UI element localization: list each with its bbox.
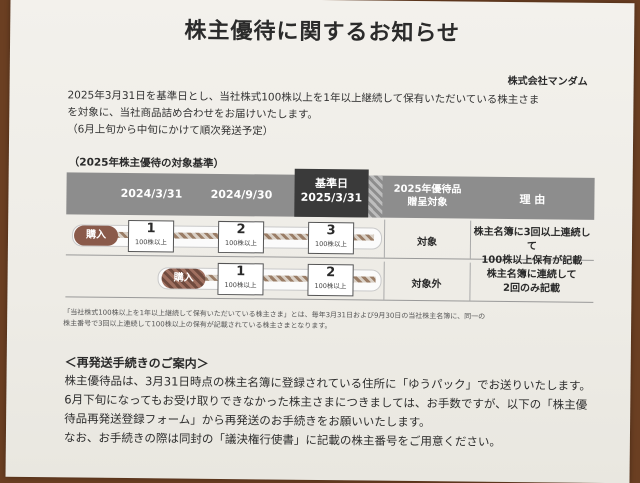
eligibility-cell: 対象外	[411, 278, 442, 291]
notice-sheet: 株主優待に関するお知らせ 株式会社マンダム 2025年3月31日を基準日とし、当…	[5, 0, 635, 483]
criteria-title: （2025年株主優待の対象基準）	[68, 156, 225, 170]
record-box: 1 100株以上	[127, 219, 175, 253]
table-row: 購入 1 100株以上 2 100株以上 対象外 株主名簿に連続して 2回のみ記…	[65, 258, 594, 303]
header-base-date: 基準日 2025/3/31	[294, 168, 369, 218]
header-eligibility: 2025年優待品 贈呈対象	[384, 183, 470, 210]
header-eligibility-line1: 2025年優待品	[393, 183, 462, 196]
header-date-1: 2024/3/31	[120, 186, 183, 201]
record-box: 2 100株以上	[307, 263, 354, 297]
reason-line: 株主名簿に3回以上連続して	[473, 226, 591, 253]
intro-paragraph: 2025年3月31日を基準日とし、当社株式100株以上を1年以上継続して保有いた…	[67, 87, 588, 143]
eligibility-cell: 対象	[416, 237, 438, 249]
header-reason: 理 由	[519, 193, 546, 207]
base-date-label: 基準日	[315, 176, 349, 191]
record-number: 1	[236, 264, 246, 280]
record-sub: 100株以上	[314, 281, 347, 291]
record-number: 2	[326, 265, 336, 281]
header-date-2: 2024/9/30	[210, 187, 273, 202]
table-row: 購入 1 100株以上 2 100株以上 3 100株以上 対象 株主名簿に3回…	[65, 216, 595, 267]
header-eligibility-line2: 贈呈対象	[407, 196, 448, 209]
record-number: 3	[326, 223, 336, 239]
record-box: 3 100株以上	[307, 221, 355, 255]
reason-line: 2回のみ記載	[502, 282, 561, 295]
table-footnote: 「当社株式100株以上を1年以上継続して保有いただいている株主さま」とは、毎年3…	[63, 307, 593, 335]
base-date-value: 2025/3/31	[300, 190, 363, 205]
document-title: 株主優待に関するお知らせ	[184, 18, 461, 47]
reason-line: 株主名簿に連続して	[486, 268, 577, 281]
resend-title: ＜再発送手続きのご案内＞	[64, 355, 209, 371]
record-number: 1	[146, 221, 156, 237]
record-sub: 100株以上	[224, 239, 257, 248]
record-box: 1 100株以上	[217, 262, 264, 296]
record-sub: 100株以上	[224, 281, 257, 290]
record-number: 2	[236, 222, 246, 238]
criteria-table: 2024/3/31 2024/9/30 2025年優待品 贈呈対象 理 由 基準…	[65, 168, 595, 306]
buy-badge: 購入	[73, 225, 119, 246]
resend-paragraph: 株主優待品は、3月31日時点の株主名簿に登録されている住所に「ゆうパック」でお送…	[64, 371, 625, 453]
record-box: 2 100株以上	[217, 220, 265, 254]
record-sub: 100株以上	[134, 238, 167, 247]
header-stripe	[368, 175, 383, 218]
buy-badge: 購入	[161, 268, 206, 289]
record-sub: 100株以上	[314, 239, 347, 249]
reason-cell: 株主名簿に連続して 2回のみ記載	[469, 268, 593, 297]
company-name: 株式会社マンダム	[507, 75, 588, 88]
